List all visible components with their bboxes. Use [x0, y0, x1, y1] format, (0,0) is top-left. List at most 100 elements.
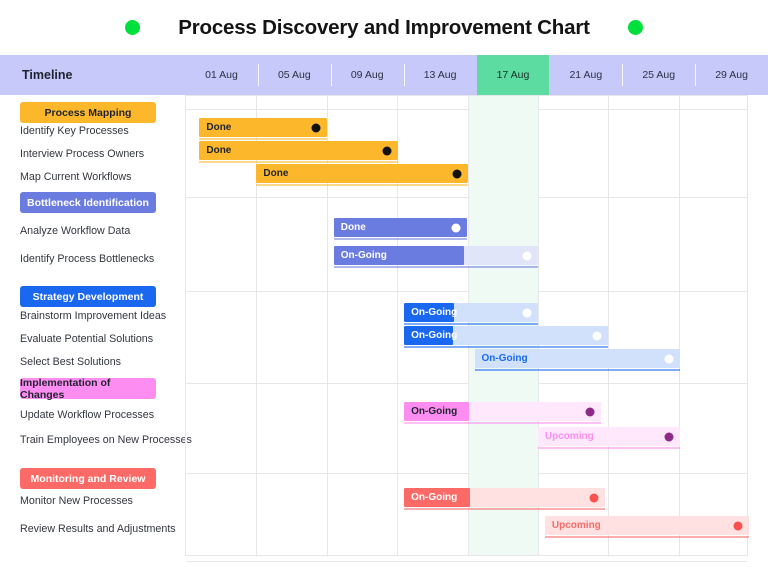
timeline-col-7[interactable]: 29 Aug [695, 55, 768, 95]
grid-line-6 [608, 96, 610, 555]
grid-line-2 [326, 96, 328, 555]
gantt-bar-status-label: On-Going [411, 307, 458, 318]
gantt-bar-status-label: Done [206, 122, 232, 133]
gantt-bar-7[interactable]: On-Going [474, 349, 681, 368]
group-header-0[interactable]: Process Mapping [20, 102, 156, 123]
group-header-label: Process Mapping [44, 106, 132, 119]
gantt-bar-status-label: On-Going [411, 406, 458, 417]
gantt-bar-underline [474, 369, 681, 371]
task-label-9[interactable]: Train Employees on New Processes [20, 434, 192, 446]
green-dot-icon-right [627, 20, 643, 35]
gantt-bar-underline [333, 266, 538, 268]
gantt-bar-progress-fill [404, 488, 471, 507]
gantt-bar-progress-fill [199, 141, 398, 160]
task-label-text: Evaluate Potential Solutions [20, 333, 154, 345]
timeline-col-2[interactable]: 09 Aug [330, 55, 404, 95]
gantt-bar-end-marker [451, 223, 461, 232]
group-header-label: Bottleneck Identification [27, 196, 149, 209]
group-header-label: Implementation of Changes [20, 376, 111, 401]
timeline-col-label: 01 Aug [205, 69, 238, 81]
gantt-bar-2[interactable]: Done [256, 164, 468, 183]
timeline-col-6[interactable]: 25 Aug [622, 55, 695, 95]
timeline-col-label: 29 Aug [715, 69, 748, 81]
timeline-col-1[interactable]: 05 Aug [257, 55, 331, 95]
gantt-bar-progress-fill [333, 218, 468, 237]
gantt-bar-status-label: Done [340, 222, 366, 233]
task-label-text: Map Current Workflows [20, 171, 132, 183]
gantt-bar-6[interactable]: On-Going [404, 326, 609, 345]
task-label-10[interactable]: Monitor New Processes [20, 495, 133, 507]
timeline-col-label: 21 Aug [569, 69, 603, 81]
grid-line-1 [256, 96, 258, 555]
timeline-col-3[interactable]: 13 Aug [403, 55, 477, 95]
gantt-bar-end-marker [311, 123, 321, 132]
timeline-label: Timeline [22, 68, 73, 82]
gantt-bar-underline [537, 447, 681, 449]
timeline-col-4[interactable]: 17 Aug [476, 55, 550, 95]
group-header-3[interactable]: Implementation of Changes [20, 376, 156, 401]
gantt-bar-8[interactable]: On-Going [404, 402, 602, 421]
gantt-bar-end-marker [589, 493, 599, 502]
task-label-6[interactable]: Evaluate Potential Solutions [20, 333, 153, 345]
gantt-bar-3[interactable]: Done [333, 218, 468, 237]
gantt-bar-status-label: Done [263, 168, 289, 179]
task-label-text: Brainstorm Improvement Ideas [20, 310, 167, 322]
gantt-bar-status-label: On-Going [411, 330, 458, 341]
task-label-text: Analyze Workflow Data [20, 225, 131, 237]
timeline-col-label: 17 Aug [496, 69, 530, 81]
task-label-8[interactable]: Update Workflow Processes [20, 409, 154, 421]
gantt-bar-status-label: On-Going [411, 492, 458, 503]
gantt-bar-end-marker [585, 407, 595, 416]
gantt-bar-progress-fill [404, 303, 454, 322]
group-header-1[interactable]: Bottleneck Identification [20, 192, 156, 213]
task-label-0[interactable]: Identify Key Processes [20, 125, 129, 137]
gantt-bar-5[interactable]: On-Going [404, 303, 538, 322]
gantt-bar-4[interactable]: On-Going [333, 246, 538, 265]
grid-section-separator [186, 109, 747, 110]
grid-section-separator [186, 561, 747, 562]
task-label-11[interactable]: Review Results and Adjustments [20, 523, 176, 535]
gantt-bar-end-marker [522, 308, 532, 317]
gantt-bar-end-marker [382, 146, 392, 155]
task-label-text: Review Results and Adjustments [20, 523, 176, 535]
gantt-bar-underline [404, 346, 609, 348]
group-header-4[interactable]: Monitoring and Review [20, 468, 156, 489]
page-title: Process Discovery and Improvement Chart [178, 15, 590, 39]
task-label-3[interactable]: Analyze Workflow Data [20, 225, 130, 237]
task-label-1[interactable]: Interview Process Owners [20, 148, 144, 160]
timeline-col-5[interactable]: 21 Aug [549, 55, 622, 95]
timeline-col-0[interactable]: 01 Aug [185, 55, 258, 95]
gantt-bar-end-marker [592, 331, 602, 340]
gantt-bar-progress-fill [333, 246, 465, 265]
gantt-bar-progress-fill [404, 326, 454, 345]
gantt-bar-progress-fill [404, 402, 470, 421]
task-label-7[interactable]: Select Best Solutions [20, 356, 121, 368]
group-header-2[interactable]: Strategy Development [20, 286, 156, 307]
green-dot-icon-left [125, 20, 141, 35]
gantt-bar-status-label: On-Going [340, 250, 387, 261]
gantt-bar-status-label: Done [206, 145, 232, 156]
grid-line-3 [397, 96, 399, 555]
timeline-col-label: 05 Aug [277, 69, 311, 81]
gantt-bar-10[interactable]: On-Going [404, 488, 605, 507]
gantt-bar-9[interactable]: Upcoming [537, 427, 681, 446]
gantt-bar-progress-fill [256, 164, 468, 183]
gantt-bar-0[interactable]: Done [199, 118, 327, 137]
task-label-5[interactable]: Brainstorm Improvement Ideas [20, 310, 166, 322]
gantt-bar-end-marker [664, 432, 674, 441]
gantt-bar-1[interactable]: Done [199, 141, 398, 160]
gantt-bar-11[interactable]: Upcoming [544, 516, 749, 535]
grid-section-separator [186, 473, 747, 474]
grid-line-4 [467, 96, 469, 555]
gantt-bar-end-marker [522, 251, 532, 260]
task-label-2[interactable]: Map Current Workflows [20, 171, 131, 183]
gantt-bar-underline [544, 536, 749, 538]
gantt-bar-underline [404, 422, 602, 424]
task-label-4[interactable]: Identify Process Bottlenecks [20, 253, 154, 265]
grid-section-separator [186, 197, 747, 198]
